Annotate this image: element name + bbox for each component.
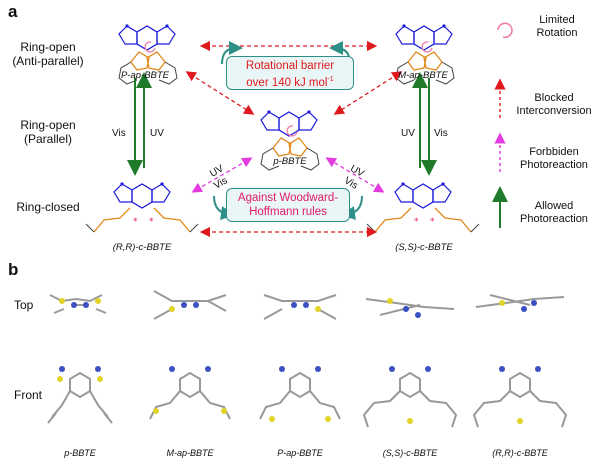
svg-text:*: * [414,217,419,227]
magenta-arrow-left [191,157,253,193]
column-label-ss-c-bbte: (S,S)-c-BBTE [382,448,438,458]
structure-front-p-bbte [47,366,113,424]
row-label-top: Top [14,298,34,312]
callout-rotational-barrier-sup: -1 [327,76,334,83]
legend-limited-rotation: Limited Rotation [536,14,578,39]
label-right-vis: Vis [434,128,448,139]
structure-top-p-ap-bbte [263,294,337,320]
row-label-ring-open-parallel: Ring-open (Parallel) [20,118,76,146]
legend-blocked-interconversion: Blocked Interconversion [516,92,592,117]
red-arrow-diag-right [333,71,403,115]
structure-front-p-ap-bbte [259,366,341,422]
callout-rotational-barrier-line1: Rotational barrier [245,60,335,72]
callout-woodward-line2: Hoffmann rules [249,206,327,218]
label-left-uv: UV [150,128,164,139]
rotation-mark-left [144,41,156,53]
column-label-m-ap-bbte: M-ap-BBTE [166,448,214,458]
label-rr-c-bbte: (R,R)-c-BBTE [112,242,172,253]
magenta-arrow-right [325,157,385,193]
label-p-bbte: p-BBTE [273,156,307,167]
rotation-mark-right [421,41,433,53]
column-label-p-ap-bbte: P-ap-BBTE [277,448,323,458]
teal-curve-top-left [221,41,243,65]
label-ss-c-bbte: (S,S)-c-BBTE [395,242,453,253]
label-left-vis: Vis [112,128,126,139]
rotation-arrow-icon [497,22,513,39]
structure-top-p-bbte [49,294,107,314]
panel-b-letter: b [8,260,19,279]
callout-rotational-barrier-text: over 140 kJ mol [246,76,328,89]
label-m-ap-bbte: M-ap-BBTE [398,70,448,81]
svg-text:*: * [430,217,435,227]
molecule-ss-c-bbte: * * [366,181,480,233]
legend-allowed-photoreaction: Allowed Photoreaction [520,200,588,225]
rotation-mark-center [286,125,298,137]
structure-top-rr-c-bbte [475,294,565,312]
structure-top-m-ap-bbte [153,290,227,320]
svg-text:*: * [133,217,138,227]
callout-rotational-barrier-line2: over 140 kJ mol-1 [231,73,349,90]
structure-top-ss-c-bbte [365,298,455,318]
row-label-ring-open-anti: Ring-open (Anti-parallel) [12,40,84,68]
callout-woodward-line1: Against Woodward- [237,192,339,204]
red-arrow-diag-left [185,71,255,115]
structure-front-m-ap-bbte [149,366,231,420]
callout-rotational-barrier: Rotational barrier over 140 kJ mol-1 [226,56,354,90]
label-right-uv: UV [401,128,415,139]
row-label-front: Front [14,388,43,402]
teal-curve-bottom-right [341,195,363,220]
callout-woodward-hoffmann: Against Woodward- Hoffmann rules [226,188,350,222]
column-label-p-bbte: p-BBTE [64,448,96,458]
svg-text:*: * [149,217,154,227]
molecule-rr-c-bbte: * * [85,181,199,233]
column-label-rr-c-bbte: (R,R)-c-BBTE [492,448,548,458]
legend-forbidden-photoreaction: Forbbiden Photoreaction [520,146,588,171]
structure-front-rr-c-bbte [472,366,568,428]
teal-curve-bottom-left [213,195,235,220]
label-p-ap-bbte: P-ap-BBTE [120,70,170,81]
row-label-ring-closed: Ring-closed [16,200,80,214]
structure-front-ss-c-bbte [362,366,458,428]
panel-a-letter: a [8,2,18,21]
